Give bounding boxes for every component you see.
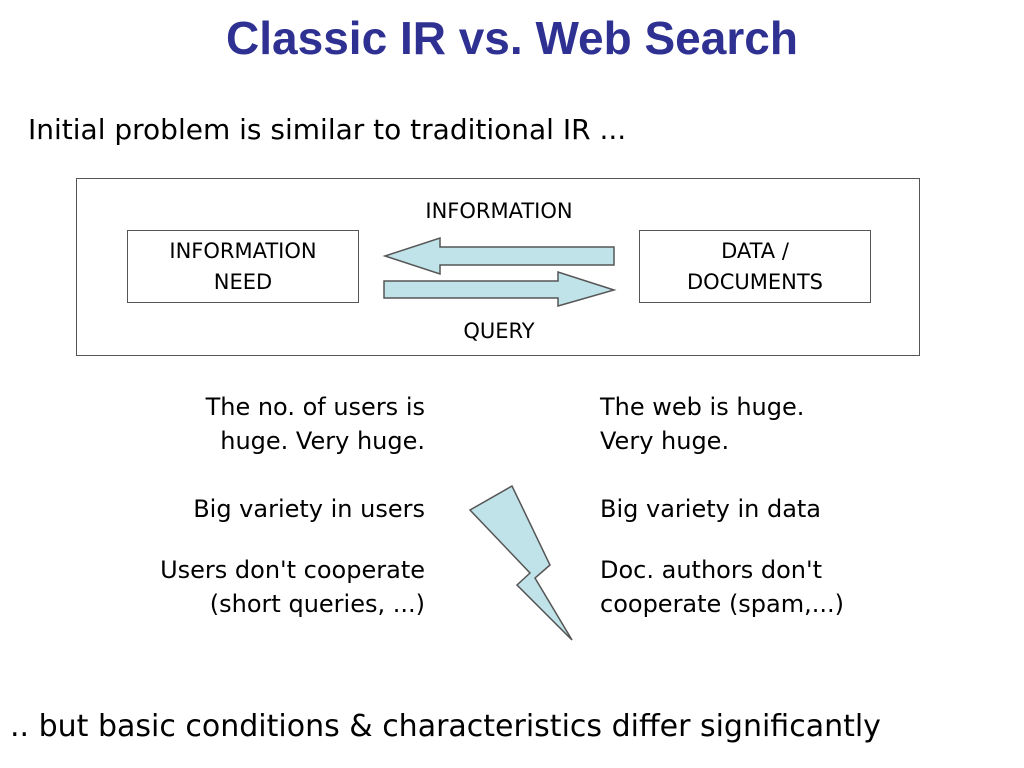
slide-subtitle: Initial problem is similar to traditiona… (28, 113, 627, 146)
right-arrow (383, 270, 617, 307)
users-point-3: Users don't cooperate (short queries, ..… (160, 556, 425, 618)
web-point-1: The web is huge. Very huge. (600, 393, 805, 455)
lightning-bolt-icon (468, 484, 573, 641)
web-point-3: Doc. authors don't cooperate (spam,...) (600, 556, 845, 618)
conclusion-text: .. but basic conditions & characteristic… (10, 709, 881, 744)
information-need-box: INFORMATION NEED (127, 230, 359, 303)
users-point-1: The no. of users is huge. Very huge. (205, 393, 425, 455)
data-documents-box: DATA / DOCUMENTS (639, 230, 871, 303)
web-point-2: Big variety in data (600, 495, 822, 523)
left-arrow (382, 236, 615, 276)
diagram-frame (76, 178, 920, 356)
information-label: INFORMATION (425, 199, 573, 223)
users-point-2: Big variety in users (193, 495, 425, 523)
query-label: QUERY (463, 319, 535, 343)
slide-title: Classic IR vs. Web Search (226, 12, 798, 64)
